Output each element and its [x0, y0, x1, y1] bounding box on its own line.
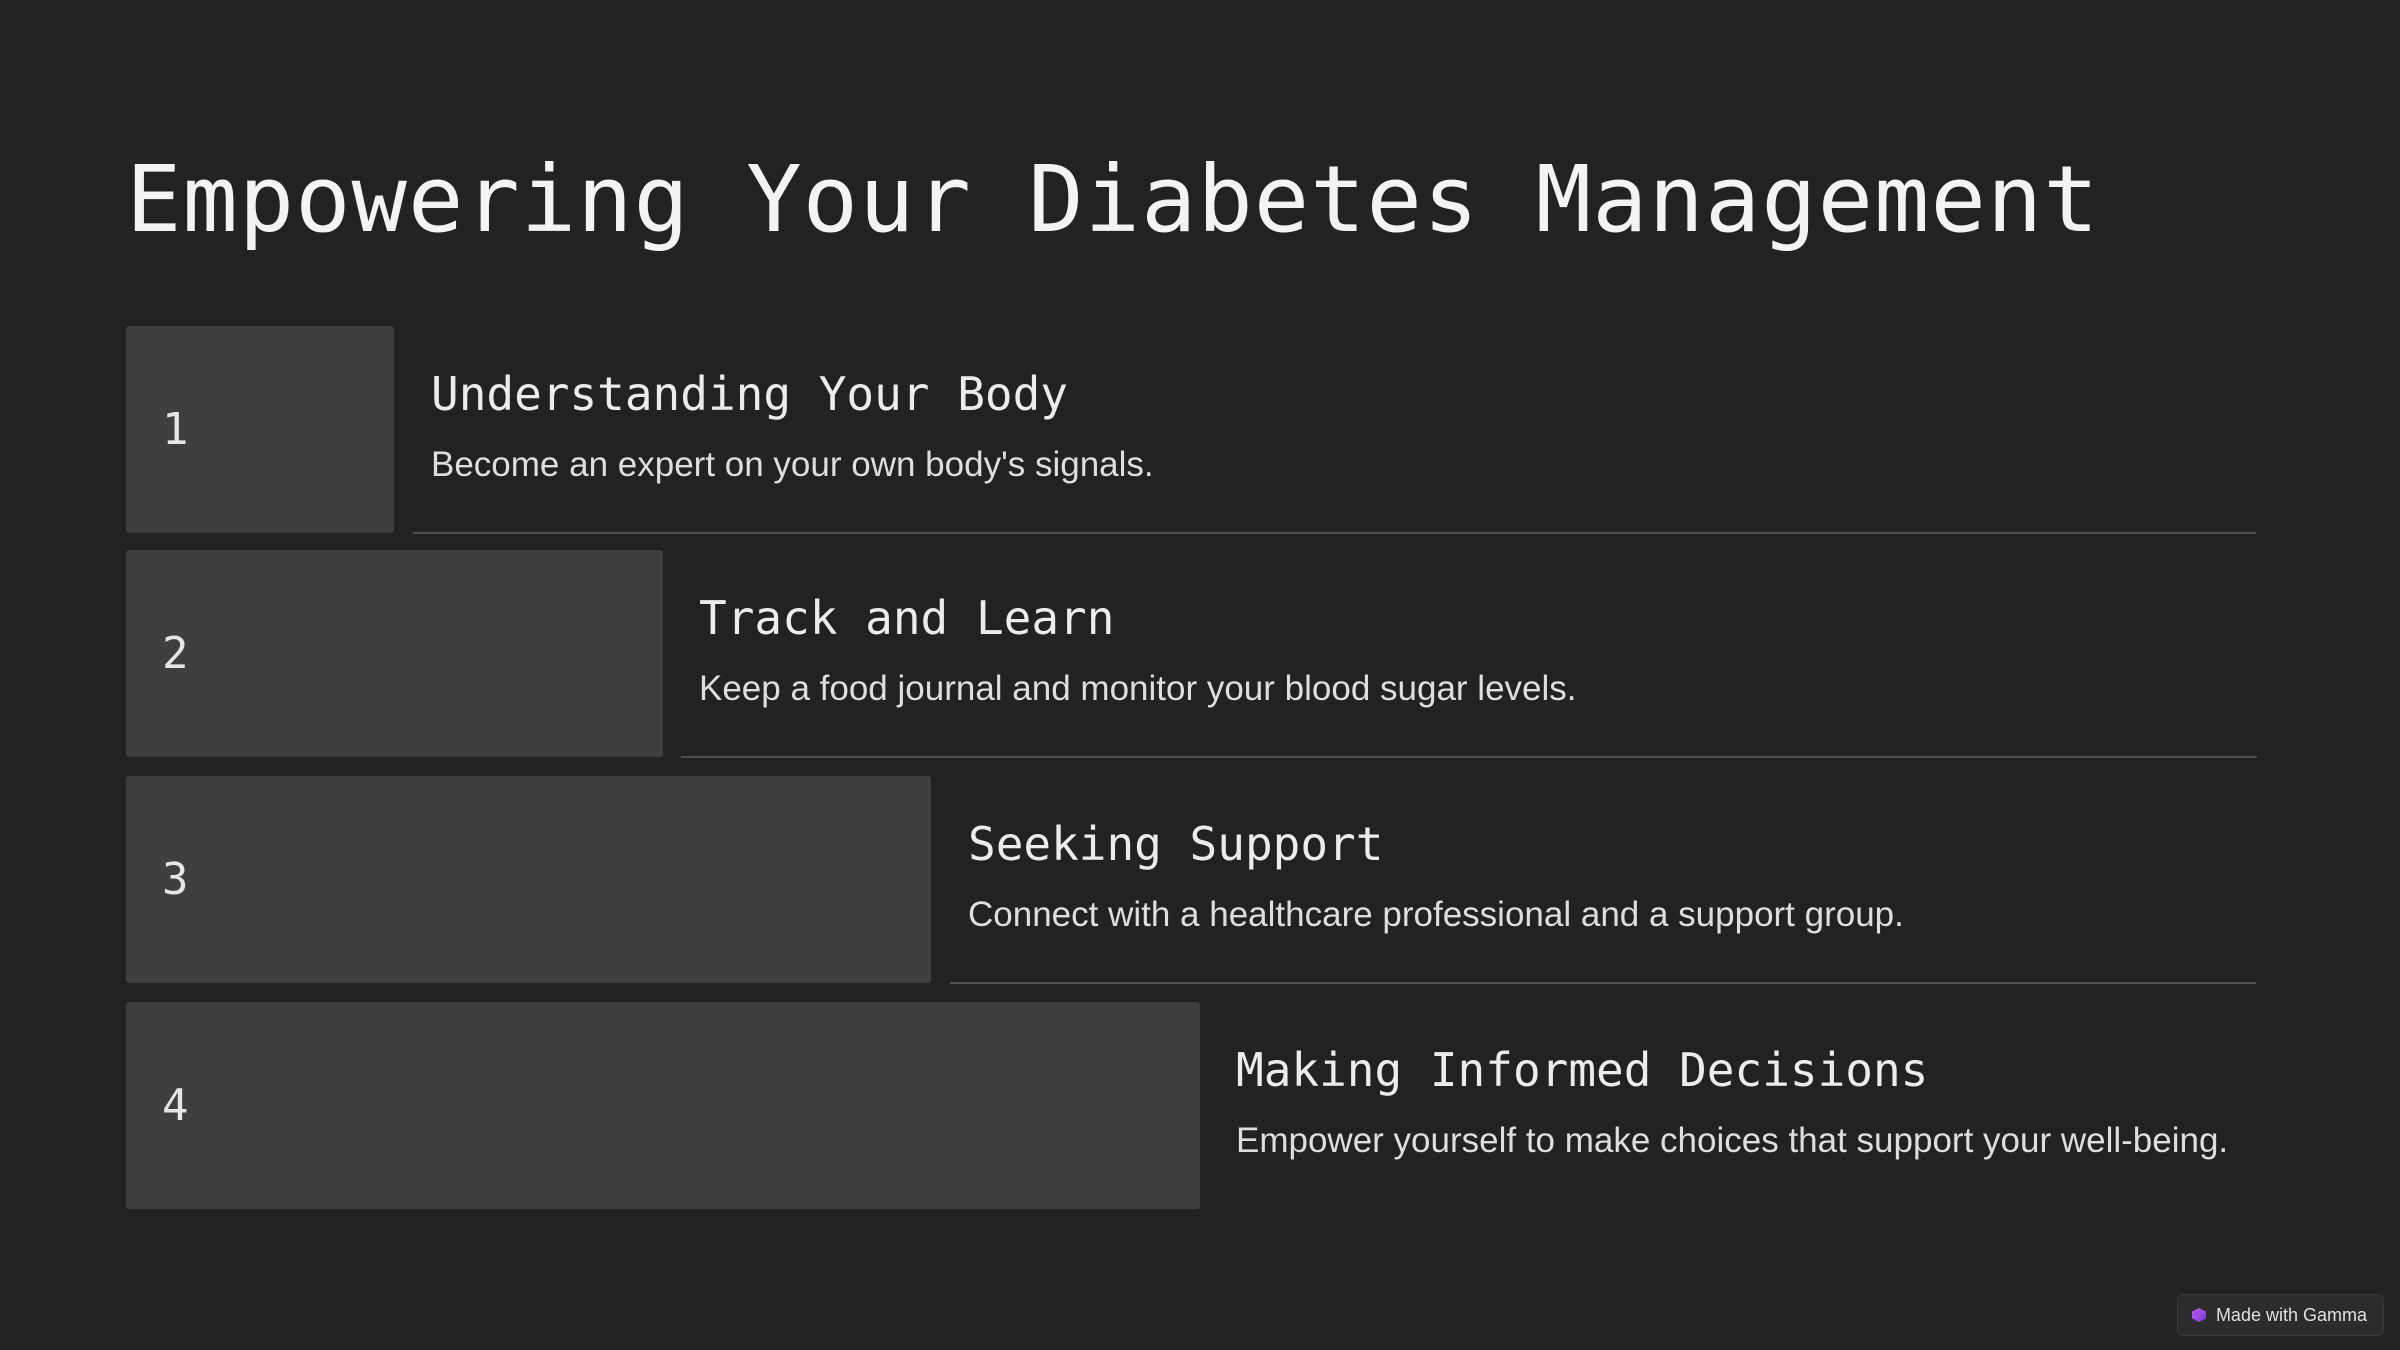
step-divider [413, 532, 2256, 534]
badge-label: Made with Gamma [2215, 1304, 2367, 1325]
step-number: 2 [162, 628, 189, 679]
step-1: 1 Understanding Your Body Become an expe… [0, 326, 2400, 534]
slide-title: Empowering Your Diabetes Management [126, 146, 2100, 253]
step-number: 4 [162, 1080, 189, 1131]
step-description: Become an expert on your own body's sign… [431, 445, 1154, 484]
step-number-box: 3 [126, 776, 931, 983]
step-number: 3 [162, 854, 189, 905]
step-title: Track and Learn [699, 591, 1115, 645]
step-number-box: 2 [126, 550, 663, 757]
step-number-box: 1 [126, 326, 394, 533]
step-description: Connect with a healthcare professional a… [968, 895, 1904, 934]
step-number-box: 4 [126, 1002, 1200, 1209]
step-title: Seeking Support [968, 817, 1384, 871]
gamma-logo-icon [2191, 1308, 2206, 1322]
step-title: Making Informed Decisions [1236, 1043, 1929, 1097]
step-description: Keep a food journal and monitor your blo… [699, 669, 1577, 708]
made-with-gamma-badge[interactable]: Made with Gamma [2176, 1294, 2384, 1336]
step-divider [681, 756, 2257, 758]
step-4: 4 Making Informed Decisions Empower your… [0, 1002, 2400, 1209]
step-divider [950, 982, 2256, 984]
step-title: Understanding Your Body [431, 367, 1068, 421]
step-3: 3 Seeking Support Connect with a healthc… [0, 776, 2400, 984]
step-description: Empower yourself to make choices that su… [1236, 1121, 2229, 1160]
step-2: 2 Track and Learn Keep a food journal an… [0, 550, 2400, 758]
step-number: 1 [162, 404, 189, 455]
